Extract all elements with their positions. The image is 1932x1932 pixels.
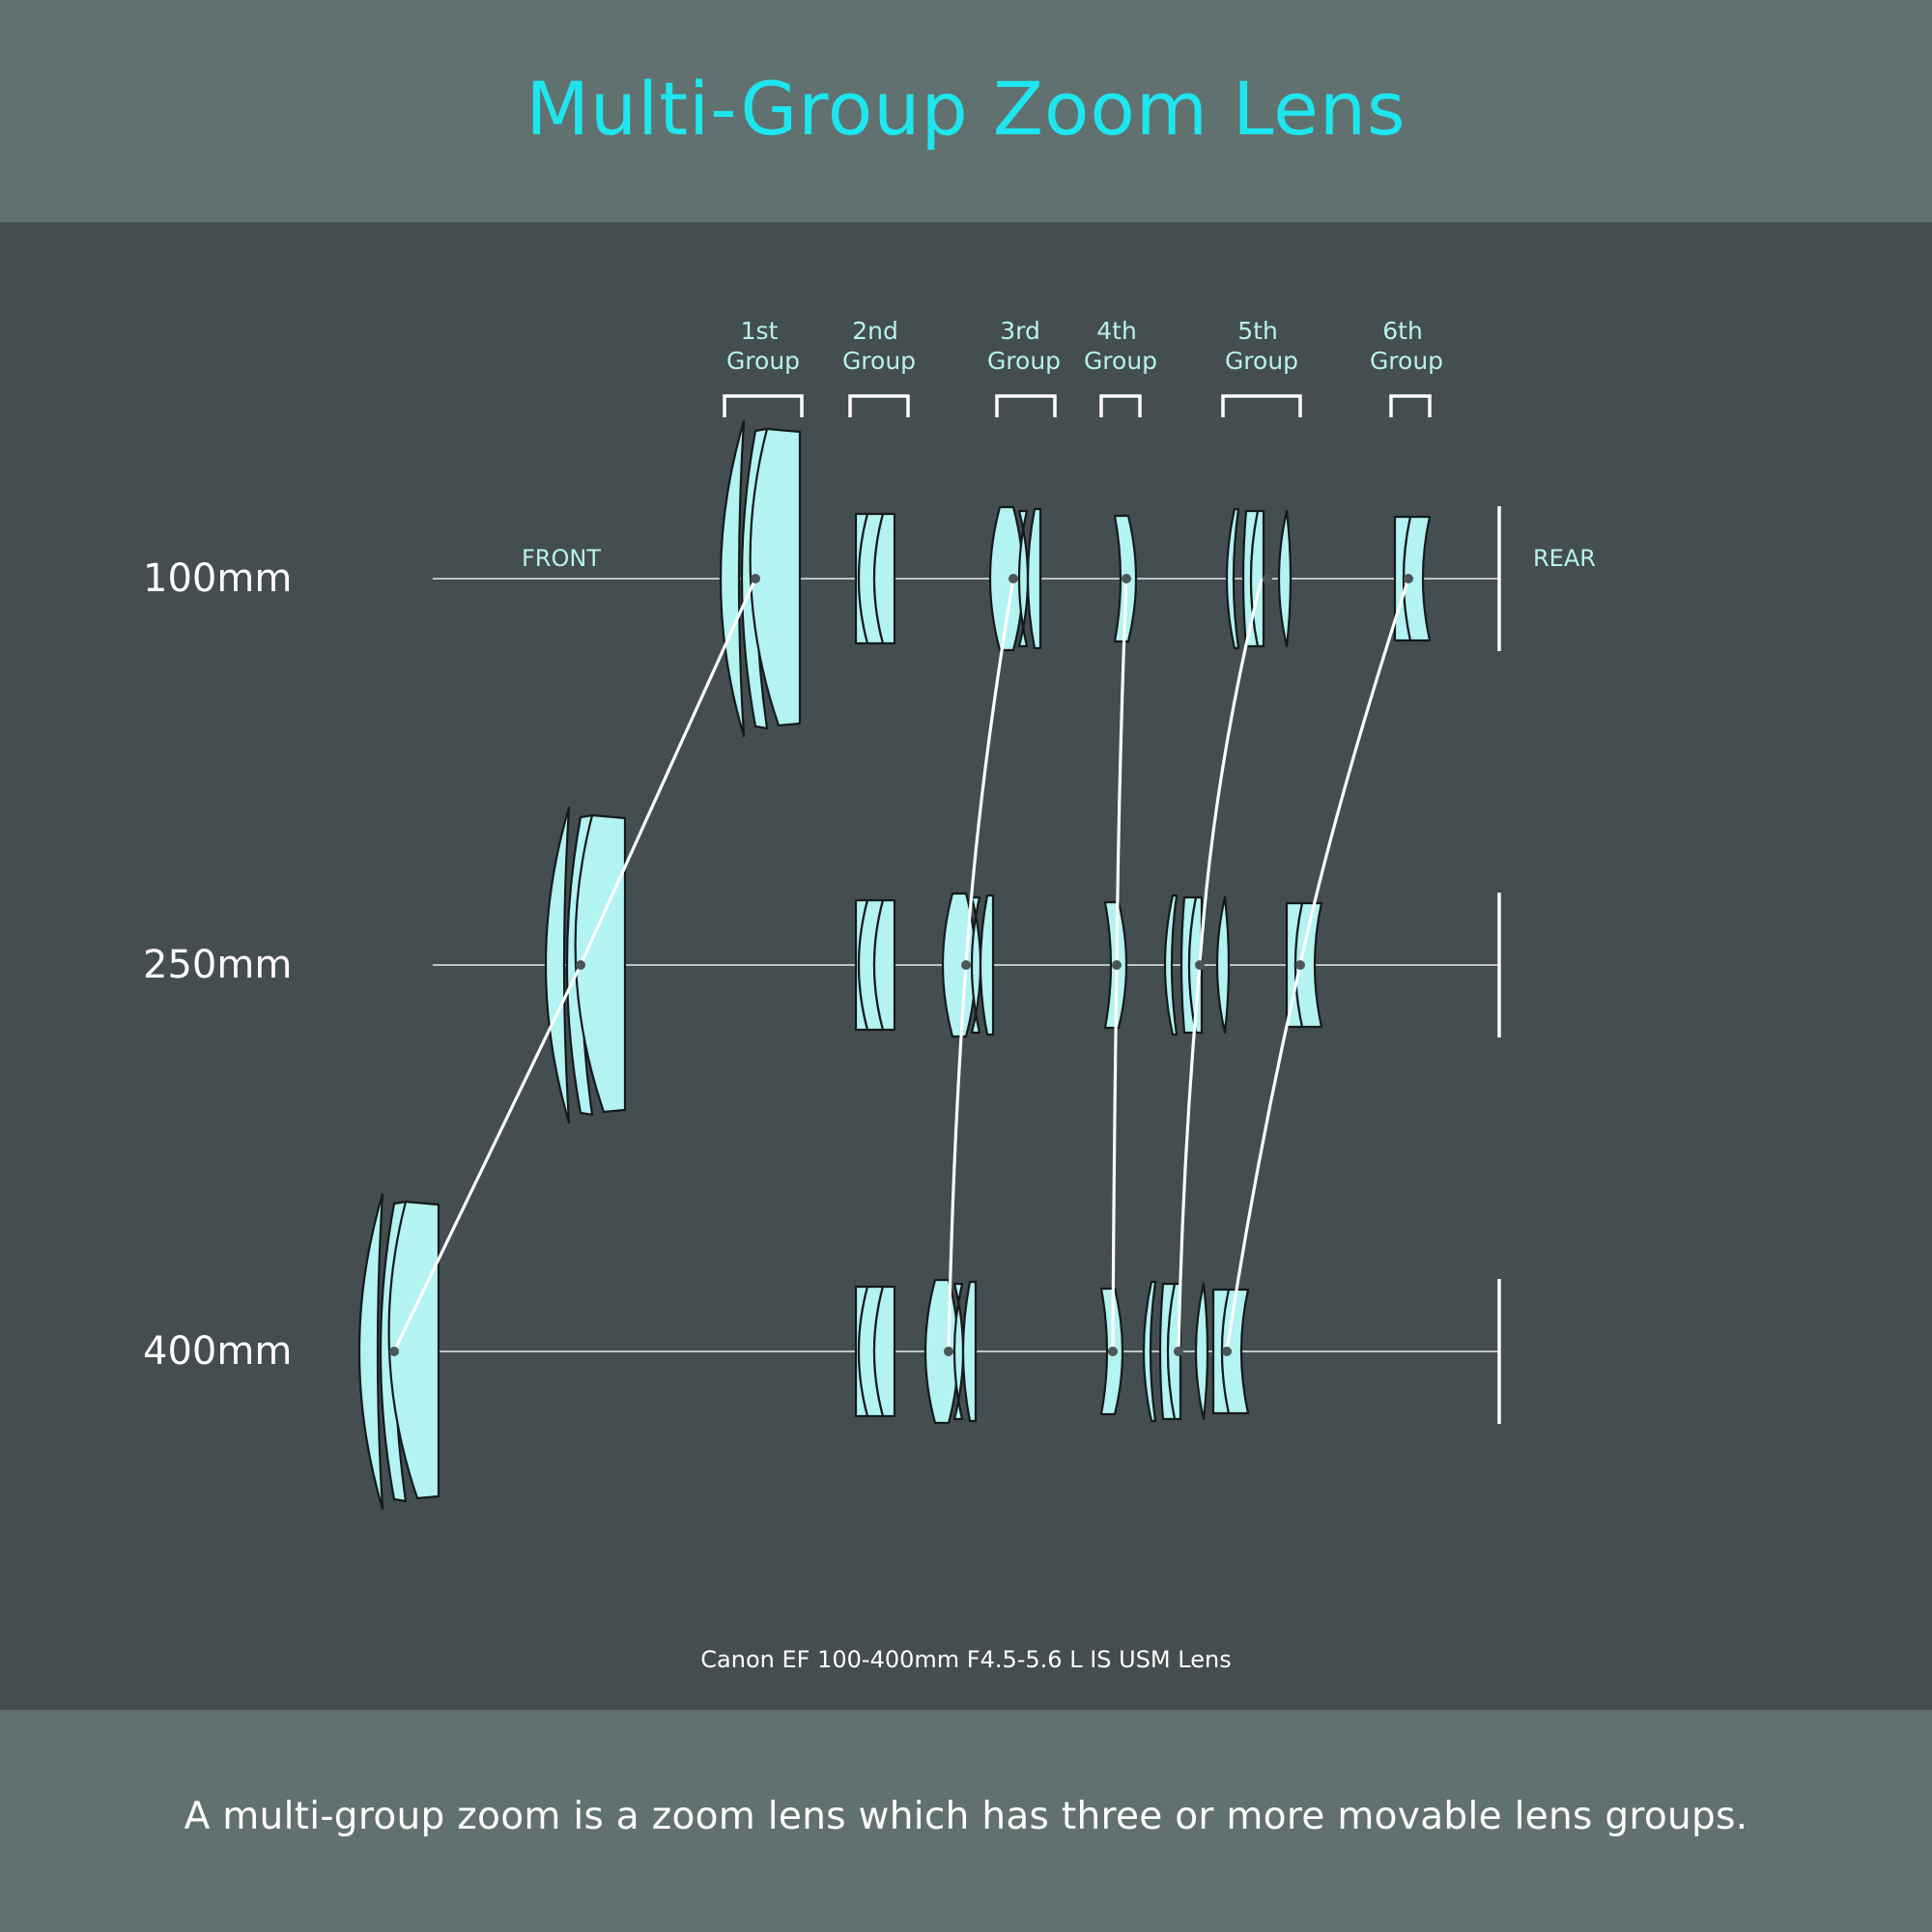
header-band: Multi-Group Zoom Lens — [0, 0, 1932, 222]
group-2-bracket — [848, 394, 910, 417]
dot-g6-250 — [1295, 960, 1305, 970]
group-4-label: 4th Group — [1084, 317, 1157, 375]
group-2-lens-100mm — [854, 512, 896, 645]
dot-g3-250 — [961, 960, 971, 970]
group-1-label: 1st Group — [726, 317, 800, 375]
dot-g6-100 — [1404, 574, 1413, 583]
group-2-lens-400mm — [854, 1285, 896, 1418]
dot-g3-400 — [944, 1347, 953, 1356]
dot-g4-100 — [1122, 574, 1131, 583]
group-5-label: 5th Group — [1225, 317, 1298, 375]
dot-g5-400 — [1174, 1347, 1183, 1356]
dot-g4-250 — [1112, 960, 1122, 970]
lens-model-caption: Canon EF 100-400mm F4.5-5.6 L IS USM Len… — [700, 1646, 1231, 1673]
page-title: Multi-Group Zoom Lens — [526, 65, 1406, 152]
group-2-label: 2nd Group — [842, 317, 916, 375]
dot-g3-100 — [1009, 574, 1018, 583]
group-1-bracket — [723, 394, 804, 417]
group-2-lens-250mm — [854, 898, 896, 1032]
dot-g5-250 — [1195, 960, 1205, 970]
footer-band: A multi-group zoom is a zoom lens which … — [0, 1710, 1932, 1932]
footer-description: A multi-group zoom is a zoom lens which … — [184, 1794, 1748, 1838]
focal-100mm: 100mm — [143, 556, 292, 601]
group-6-label: 6th Group — [1370, 317, 1443, 375]
group-labels: 1st Group 2nd Group 3rd Group 4th Group … — [726, 317, 1443, 375]
dot-g1-250 — [576, 960, 585, 970]
dot-g4-400 — [1108, 1347, 1118, 1356]
focal-400mm: 400mm — [143, 1329, 292, 1374]
dot-g1-100 — [751, 574, 760, 583]
dot-g5-100 — [1263, 574, 1272, 583]
group-3-bracket — [995, 394, 1057, 417]
group-5-bracket — [1221, 394, 1302, 417]
group-4-bracket — [1099, 394, 1142, 417]
focal-250mm: 250mm — [143, 943, 292, 987]
pivot-dots — [389, 574, 1413, 1356]
dot-g6-400 — [1222, 1347, 1232, 1356]
dot-g1-400 — [389, 1347, 399, 1356]
front-label: FRONT — [522, 545, 601, 572]
group-3-label: 3rd Group — [987, 317, 1061, 375]
group-6-bracket — [1389, 394, 1432, 417]
rear-label: REAR — [1533, 545, 1596, 572]
group-brackets — [723, 394, 1432, 417]
